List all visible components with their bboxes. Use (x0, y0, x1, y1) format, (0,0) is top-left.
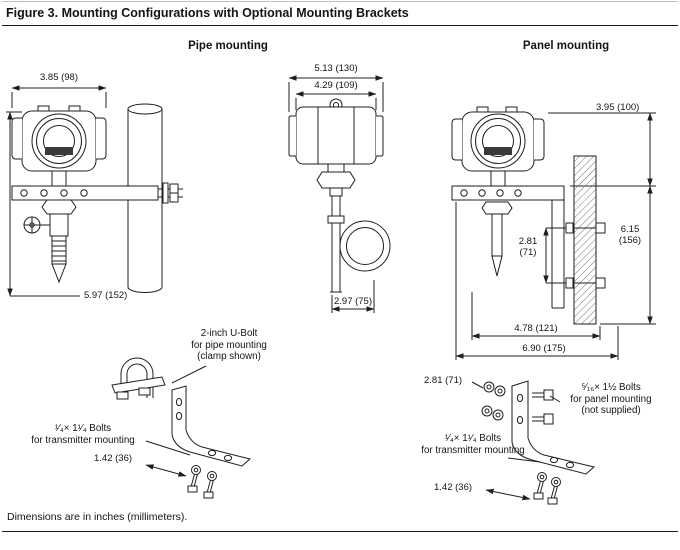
panel-detail-bolt-spacing-bottom-dim: 1.42 (36) (434, 482, 473, 493)
panel-transmitter-bolts-label: ¹⁄₄× 1¹⁄₄ Bolts for transmitter mounting (421, 433, 525, 456)
panel-mounting-drawing (451, 106, 656, 360)
pipe-dimension-lines (6, 85, 107, 297)
panel-depth-to-panel-dim: 4.78 (121) (514, 323, 558, 334)
panel-bracket-height-dim: 6.15 (156) (618, 224, 642, 247)
panel-bolt-spacing-dim: 2.81 (71) (518, 236, 538, 259)
pipe-bracket-detail-drawing (111, 357, 252, 499)
panel-overall-depth-dim: 6.90 (175) (522, 343, 566, 354)
pipe-transmitter-drawing (11, 105, 107, 186)
pipe-manifold-drawing (23, 199, 77, 284)
top-rule (2, 1, 678, 2)
panel-housing-height-dim: 3.95 (100) (596, 102, 640, 113)
panel-bracket-bar (451, 185, 565, 201)
panel-bracket-detail-drawing (471, 380, 596, 505)
bottom-rule (2, 531, 678, 532)
front-view-drawing (288, 75, 391, 313)
pipe-detail-bolts-drawing (187, 465, 217, 499)
front-housing-width-dim: 4.29 (109) (314, 80, 358, 91)
pipe-l-bracket-drawing (171, 385, 252, 467)
panel-plate-drawing (573, 155, 597, 325)
panel-mounting-heading: Panel mounting (522, 40, 610, 52)
pipe-overall-height-dim: 5.97 (152) (84, 290, 128, 301)
figure-title: Figure 3. Mounting Configurations with O… (6, 6, 409, 20)
title-rule (2, 25, 678, 26)
u-bolt-label: 2-inch U-Bolt for pipe mounting (clamp s… (191, 328, 267, 363)
front-view-dimension-lines (288, 75, 384, 313)
panel-detail-panel-bolts-drawing (532, 389, 554, 425)
panel-detail-transmitter-bolts-drawing (533, 472, 561, 505)
panel-detail-washers-drawing (481, 381, 506, 421)
front-bracket-depth-dim: 2.97 (75) (333, 296, 373, 307)
panel-detail-bolt-spacing-top-dim: 2.81 (71) (424, 375, 463, 386)
pipe-mounting-heading: Pipe mounting (188, 40, 268, 52)
panel-dimension-lines (455, 112, 656, 360)
panel-manifold-drawing (481, 201, 513, 277)
panel-transmitter-drawing (451, 106, 545, 186)
pipe-bracket-bar (11, 185, 159, 201)
u-bolt-drawing (111, 357, 166, 400)
pipe-mounting-drawing (6, 85, 183, 297)
pipe-u-bolt-hardware (158, 182, 183, 204)
dimensions-footnote: Dimensions are in inches (millimeters). (7, 511, 188, 523)
panel-bracket-arm-drawing (551, 200, 606, 309)
panel-l-bracket-drawing (511, 380, 596, 475)
front-bracket-drawing (316, 171, 391, 293)
pipe-bolt-spacing-dim: 1.42 (36) (94, 453, 133, 464)
front-cover-width-dim: 5.13 (130) (314, 63, 358, 74)
pipe-housing-width-dim: 3.85 (98) (39, 72, 79, 83)
front-transmitter-drawing (288, 98, 384, 172)
pipe-transmitter-bolts-label: ¹⁄₄× 1¹⁄₄ Bolts for transmitter mounting (31, 423, 135, 446)
panel-bolts-label: ⁵⁄₁₆× 1½ Bolts for panel mounting (not s… (570, 382, 652, 417)
